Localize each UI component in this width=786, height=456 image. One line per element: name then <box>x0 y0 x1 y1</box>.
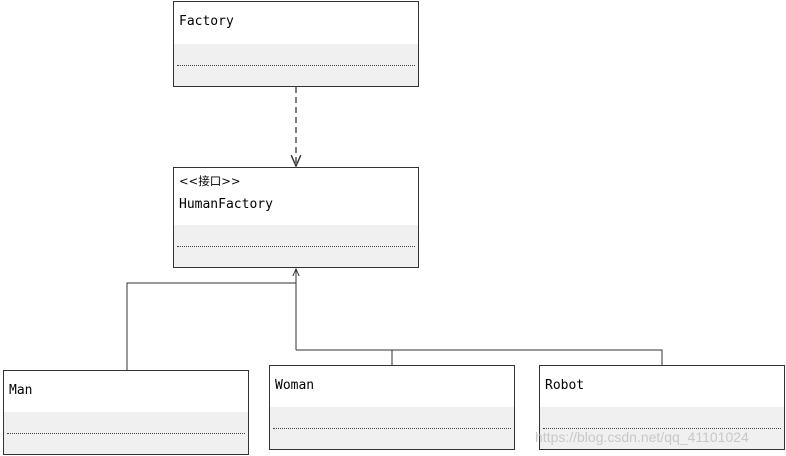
factory-class-members <box>174 44 418 86</box>
robot-class-name: Robot <box>545 378 585 393</box>
factory-class-name: Factory <box>179 14 234 29</box>
inheritance-line-woman <box>296 349 393 365</box>
man-class-name: Man <box>9 383 33 398</box>
member-divider <box>177 65 415 66</box>
humanfactory-interface-header: <<接口>> HumanFactory <box>174 168 418 226</box>
interface-stereotype: <<接口>> <box>179 174 241 188</box>
robot-class-members <box>540 407 784 449</box>
humanfactory-interface-name: HumanFactory <box>179 197 273 212</box>
inheritance-line-robot <box>392 349 663 365</box>
member-divider <box>543 428 781 429</box>
humanfactory-interface-box[interactable]: <<接口>> HumanFactory <box>173 167 419 268</box>
man-class-header: Man <box>4 371 248 413</box>
woman-class-box[interactable]: Woman <box>269 365 515 450</box>
member-divider <box>273 428 511 429</box>
inheritance-line-man <box>126 282 296 370</box>
member-divider <box>177 246 415 247</box>
woman-class-members <box>270 407 514 449</box>
robot-class-box[interactable]: Robot <box>539 365 785 450</box>
robot-class-header: Robot <box>540 366 784 408</box>
member-divider <box>7 433 245 434</box>
humanfactory-interface-members <box>174 225 418 267</box>
woman-class-header: Woman <box>270 366 514 408</box>
man-class-box[interactable]: Man <box>3 370 249 455</box>
man-class-members <box>4 412 248 454</box>
factory-class-box[interactable]: Factory <box>173 1 419 87</box>
woman-class-name: Woman <box>275 378 315 393</box>
factory-class-header: Factory <box>174 2 418 45</box>
source-watermark: https://blog.csdn.net/qq_41101024 <box>535 429 749 445</box>
